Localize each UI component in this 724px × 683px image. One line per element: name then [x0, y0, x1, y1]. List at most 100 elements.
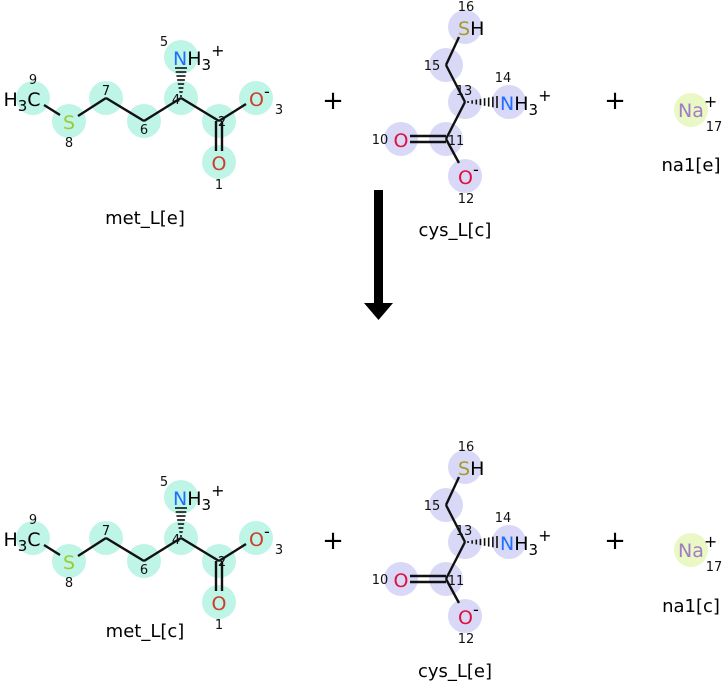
plus-sign: +	[604, 86, 626, 116]
negative-charge: -	[264, 522, 270, 541]
atom-number: 7	[102, 84, 110, 99]
atom-highlight	[239, 521, 273, 555]
atom-number: 6	[140, 563, 148, 578]
label-part: O	[394, 130, 409, 152]
stereo-hash-bond	[467, 536, 498, 548]
oxygen-atom: O-	[249, 522, 270, 551]
label-part: O	[458, 167, 473, 189]
stereo-hash-bond	[175, 67, 187, 97]
label-part: Na	[678, 100, 704, 122]
atom-highlight	[202, 585, 236, 619]
label-part: 3	[202, 56, 212, 74]
label-part: H	[470, 18, 484, 40]
molecule-name: cys_L[e]	[418, 661, 492, 682]
atom-highlight	[448, 599, 482, 633]
arrow-shaft	[374, 190, 383, 305]
bond	[105, 536, 145, 563]
atom-number: 2	[218, 555, 226, 570]
atom-number: 4	[172, 533, 180, 548]
molecule-name: na1[e]	[661, 155, 720, 176]
atom-number: 15	[424, 499, 441, 514]
label-part: 3	[529, 101, 539, 119]
oxygen-atom: O	[212, 593, 227, 615]
bond	[180, 96, 220, 123]
bond	[218, 542, 247, 563]
bond	[444, 541, 467, 580]
positive-charge: +	[211, 481, 224, 500]
oxygen-atom: O	[394, 570, 409, 592]
bond	[444, 64, 467, 103]
bond	[105, 96, 145, 123]
atom-highlight	[164, 480, 198, 514]
atom-number: 6	[140, 123, 148, 138]
atom-number: 16	[458, 0, 475, 15]
bond	[77, 96, 107, 118]
atom-highlight	[384, 122, 418, 156]
label-part: H	[470, 458, 484, 480]
sodium-atom: Na+	[678, 532, 717, 562]
label-part: S	[458, 458, 470, 480]
bond	[444, 36, 461, 66]
atom-highlight	[448, 10, 482, 44]
atom-number: 17	[706, 120, 723, 135]
bond	[444, 101, 467, 140]
positive-charge: +	[211, 41, 224, 60]
label-part: N	[173, 488, 187, 510]
bond	[444, 138, 461, 164]
positive-charge: +	[538, 526, 551, 545]
atom-number: 8	[65, 136, 73, 151]
positive-charge: +	[538, 86, 551, 105]
label-part: S	[63, 552, 75, 574]
label-part: H	[187, 488, 201, 510]
molecule-name: na1[c]	[662, 596, 720, 617]
atom-highlight	[52, 104, 86, 138]
label-part: O	[249, 89, 264, 111]
stereo-hash-bond	[467, 96, 498, 108]
atom-number: 5	[160, 475, 168, 490]
amino-group: NH3+	[173, 481, 224, 514]
label-part: 3	[529, 541, 539, 559]
label-part: C	[27, 89, 40, 111]
atom-highlight	[52, 544, 86, 578]
molecule-name: met_L[e]	[105, 208, 185, 229]
label-part: C	[27, 529, 40, 551]
atom-number: 13	[456, 84, 473, 99]
bond	[77, 536, 107, 558]
atom-highlight	[384, 562, 418, 596]
sodium-ion: Na+17	[674, 92, 722, 135]
sulfur-atom: S	[63, 552, 75, 574]
thiol-group: SH	[458, 18, 484, 40]
label-part: H	[514, 93, 528, 115]
positive-charge: +	[704, 532, 717, 551]
atom-number: 11	[448, 134, 465, 149]
oxygen-atom: O-	[458, 160, 479, 189]
atom-highlight	[674, 93, 708, 127]
atom-number: 11	[448, 574, 465, 589]
label-part: H	[3, 529, 17, 551]
bond	[43, 543, 61, 557]
plus-sign: +	[322, 86, 344, 116]
molecule-name: cys_L[c]	[419, 220, 492, 241]
negative-charge: -	[473, 160, 479, 179]
bond	[218, 102, 247, 123]
atom-number: 17	[706, 560, 723, 575]
atom-highlight	[492, 85, 526, 119]
label-part: O	[394, 570, 409, 592]
atom-number: 7	[102, 524, 110, 539]
label-part: N	[500, 93, 514, 115]
atom-highlight	[239, 81, 273, 115]
bond	[143, 96, 182, 123]
bond	[180, 536, 220, 563]
atom-highlight	[16, 521, 50, 555]
bond	[444, 504, 467, 543]
negative-charge: -	[473, 600, 479, 619]
label-part: H	[514, 533, 528, 555]
atom-number: 10	[372, 133, 389, 148]
label-part: O	[212, 593, 227, 615]
bond	[43, 103, 61, 117]
label-part: S	[458, 18, 470, 40]
atom-number: 8	[65, 576, 73, 591]
atom-number: 3	[275, 103, 283, 118]
atom-highlight	[492, 525, 526, 559]
